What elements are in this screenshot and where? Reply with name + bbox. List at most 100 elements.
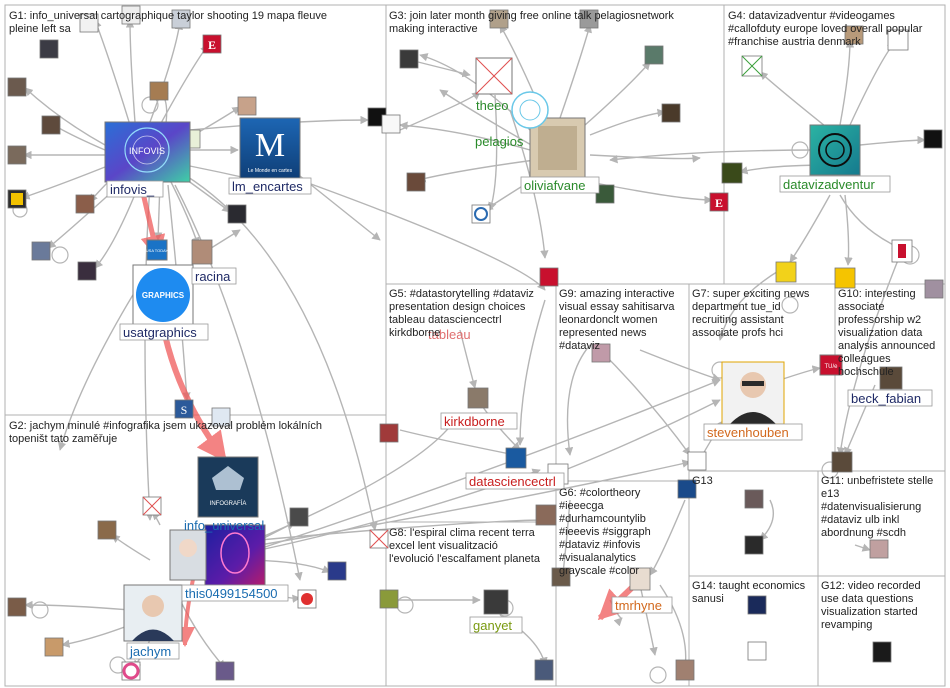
group-title-line: associate profs hci <box>692 327 783 339</box>
avatar <box>489 9 509 29</box>
edge <box>144 184 154 521</box>
edges <box>21 19 926 669</box>
avatar <box>381 114 401 134</box>
avatar-lm-glyph: M <box>255 127 285 164</box>
edge <box>789 194 831 263</box>
label-bg <box>703 423 803 441</box>
label-bg <box>228 177 312 195</box>
avatar-stevenhouben-body <box>730 412 776 424</box>
edge <box>261 378 721 549</box>
node-label-usatgraphics: usatgraphics <box>123 325 197 340</box>
edge <box>779 365 821 381</box>
avatar <box>44 637 64 657</box>
node-label-info-universal: info_universal <box>184 518 264 533</box>
avatar-letter-e: E <box>208 38 216 52</box>
avatar <box>872 641 892 663</box>
edge <box>639 349 721 382</box>
avatar <box>227 204 247 224</box>
edge <box>58 274 146 451</box>
group-title-g1: G1: info_universal cartographique taylor… <box>9 10 330 35</box>
group-title-line: #visualanalytics <box>559 552 637 564</box>
node-label-jachym: jachym <box>129 644 171 659</box>
edge <box>399 91 481 131</box>
avatar <box>744 489 764 509</box>
edge <box>717 269 781 341</box>
group-title-g5: G5: #datastorytelling #dataviz presentat… <box>389 288 537 339</box>
avatar <box>191 239 213 265</box>
avatar-tue-text: TU/e <box>824 364 838 370</box>
group-title-line: G6: #colortheory <box>559 487 641 499</box>
edge <box>854 543 871 552</box>
avatar-this-side <box>169 529 207 581</box>
avatar <box>406 172 426 192</box>
edge <box>299 179 546 291</box>
label-bg <box>465 472 565 490</box>
avatar <box>149 81 169 101</box>
group-title-line: G12: video recorded <box>821 580 921 592</box>
group-title-g13: G13 <box>692 475 713 487</box>
group-title-line: visualization data <box>838 327 923 339</box>
edge <box>639 584 658 656</box>
label-bg <box>126 642 180 660</box>
avatar-infovis-orb <box>132 135 162 165</box>
avatar <box>534 659 554 681</box>
edge <box>649 499 686 576</box>
avatar-ring <box>122 662 140 680</box>
group-title-line: colleagues <box>838 353 891 365</box>
edge <box>24 87 106 146</box>
group-title-line: G2: jachym minulé #infografika jsem ukaz… <box>9 420 322 432</box>
avatar-lm-caption: Le Monde en cartes <box>248 168 293 174</box>
edge <box>839 39 855 126</box>
avatar-stevenhouben-glasses <box>742 381 764 386</box>
avatar <box>399 49 419 69</box>
avatar <box>591 343 611 363</box>
group-title-line: making interactive <box>389 23 478 35</box>
label-bg <box>469 616 523 634</box>
edge <box>399 121 531 151</box>
node-label-tmrhyne: tmrhyne <box>615 598 662 613</box>
edge <box>836 254 901 456</box>
node-label-theeo: theeo <box>476 98 509 113</box>
avatar <box>675 659 695 681</box>
group-title-line: G7: super exciting news <box>692 288 810 300</box>
node-label-beck-fabian: beck_fabian <box>851 391 921 406</box>
avatar <box>924 279 944 299</box>
group-title-line: pleine left sa <box>9 23 72 35</box>
avatar <box>75 194 95 214</box>
avatar <box>211 407 231 427</box>
strong-edge <box>162 334 228 463</box>
avatar-this <box>204 524 266 586</box>
avatar <box>327 561 347 581</box>
group-title-line: G8: l'espiral clima recent terra <box>389 527 536 539</box>
avatar <box>379 589 399 609</box>
edge <box>849 41 896 126</box>
group-title-line: recruiting assistant <box>692 314 784 326</box>
avatar-cross <box>142 496 162 516</box>
avatar-lm-encartes <box>239 117 301 179</box>
group-title-line: hochschule <box>838 366 894 378</box>
edge <box>111 534 151 561</box>
avatar <box>7 145 27 165</box>
group-title-line: e13 <box>821 488 839 500</box>
avatar-jachym-head <box>142 595 164 617</box>
avatar <box>174 399 194 419</box>
edge <box>417 159 536 183</box>
group-title-line: leonardonclt women <box>559 314 657 326</box>
group-title-line: revamping <box>821 619 872 631</box>
avatar <box>551 567 571 587</box>
group-title-line: grayscale #color <box>559 565 639 577</box>
avatar <box>31 241 51 261</box>
group-title-g7: G7: super exciting news department tue_i… <box>692 288 812 339</box>
avatar <box>77 261 97 281</box>
node-label-this0499154500: this0499154500 <box>185 586 278 601</box>
avatar-pelagios <box>511 91 549 129</box>
avatar <box>7 597 27 617</box>
avatar-badge <box>301 593 313 605</box>
edge <box>589 108 666 136</box>
edge <box>599 349 691 456</box>
group-title-line: #dataviz #infovis <box>559 539 641 551</box>
group-title-g3: G3: join later month giving free online … <box>389 10 677 35</box>
group-title-line: topeništ tato zaměřuje <box>9 433 117 445</box>
avatar-cross <box>369 529 389 549</box>
